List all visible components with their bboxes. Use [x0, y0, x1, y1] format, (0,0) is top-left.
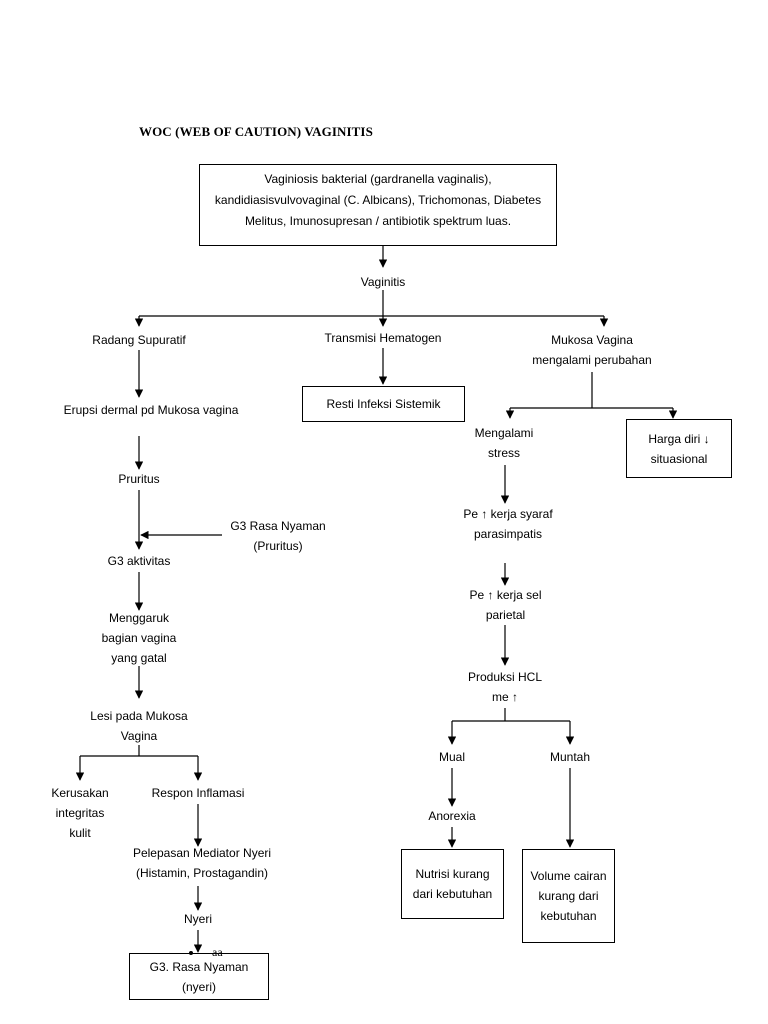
node-kerja-syaraf: Pe ↑ kerja syaraf parasimpatis [463, 507, 553, 541]
node-mukosa-vagina: Mukosa Vagina mengalami perubahan [532, 333, 652, 367]
node-pruritus: Pruritus [118, 472, 160, 486]
node-harga-diri: Harga diri ↓ situasional [626, 419, 732, 478]
node-g3-rasa-nyaman-nyeri-label: G3. Rasa Nyaman (nyeri) [149, 959, 249, 994]
page-title: WOC (WEB OF CAUTION) VAGINITIS [139, 124, 373, 139]
node-volume-cairan-label: Volume cairan kurang dari kebutuhan [530, 869, 607, 923]
node-transmisi-hematogen: Transmisi Hematogen [324, 331, 442, 345]
node-kerja-sel-parietal: Pe ↑ kerja sel parietal [469, 588, 542, 622]
node-g3-rasa-nyaman-pruritus: G3 Rasa Nyaman (Pruritus) [230, 519, 326, 553]
node-menggaruk: Menggaruk bagian vagina yang gatal [101, 611, 177, 665]
node-vaginitis: Vaginitis [360, 275, 406, 289]
node-mengalami-stress: Mengalami stress [474, 426, 534, 460]
node-resti-infeksi-label: Resti Infeksi Sistemik [326, 397, 441, 411]
node-muntah: Muntah [549, 750, 591, 764]
node-nutrisi-label: Nutrisi kurang dari kebutuhan [412, 867, 493, 901]
node-volume-cairan: Volume cairan kurang dari kebutuhan [522, 849, 615, 943]
node-mual: Mual [438, 750, 465, 764]
stray-text: aa [212, 945, 223, 959]
node-etiology: Vaginiosis bakterial (gardranella vagina… [199, 164, 557, 246]
node-erupsi-dermal: Erupsi dermal pd Mukosa vagina [63, 403, 239, 417]
node-anorexia: Anorexia [428, 809, 476, 823]
node-g3-rasa-nyaman-nyeri: G3. Rasa Nyaman (nyeri) [129, 953, 269, 1000]
node-kerusakan-integritas: Kerusakan integritas kulit [51, 786, 109, 840]
node-lesi: Lesi pada Mukosa Vagina [90, 709, 188, 743]
node-nyeri: Nyeri [183, 912, 212, 926]
node-g3-aktivitas: G3 aktivitas [107, 554, 171, 568]
node-respon-inflamasi: Respon Inflamasi [151, 786, 245, 800]
node-harga-diri-label: Harga diri ↓ situasional [648, 431, 710, 466]
node-pelepasan-mediator: Pelepasan Mediator Nyeri (Histamin, Pros… [132, 846, 272, 880]
node-produksi-hcl: Produksi HCL me ↑ [467, 670, 543, 704]
node-radang-supuratif: Radang Supuratif [92, 333, 186, 347]
node-nutrisi: Nutrisi kurang dari kebutuhan [401, 849, 504, 919]
node-etiology-label: Vaginiosis bakterial (gardranella vagina… [214, 172, 542, 228]
node-resti-infeksi: Resti Infeksi Sistemik [302, 386, 465, 422]
